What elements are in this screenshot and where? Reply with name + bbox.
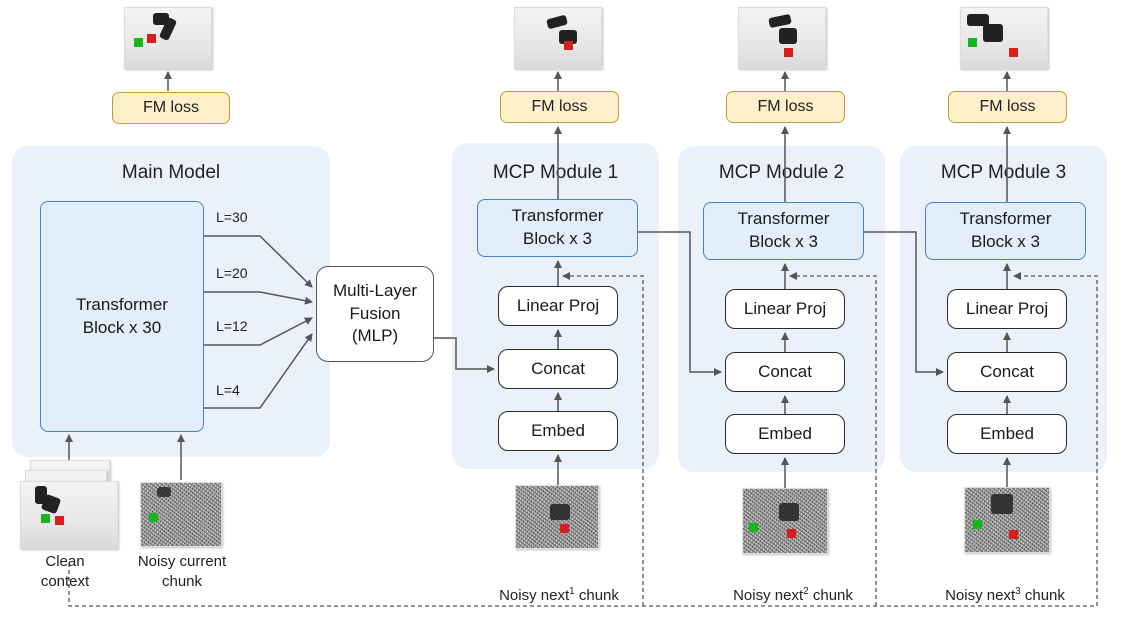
arrow-l30-to-fusion xyxy=(204,235,313,288)
mcp-3-concat: Concat xyxy=(947,352,1067,392)
main-output-frame xyxy=(124,7,212,69)
noisy-current-caption: Noisy current chunk xyxy=(137,553,227,591)
noisy-next-1-caption-post: chunk xyxy=(574,587,619,605)
mcp-3-fm-loss: FM loss xyxy=(948,91,1067,123)
mcp-1-linear-proj: Linear Proj xyxy=(498,286,618,326)
layer-label-12: L=12 xyxy=(216,318,248,334)
noisy-next-1-caption-sup: 1 xyxy=(569,586,575,598)
noisy-next-2-caption-sup: 2 xyxy=(803,586,809,598)
mcp-2-output-frame xyxy=(738,7,826,69)
mcp-1-concat: Concat xyxy=(498,349,618,389)
layer-label-30: L=30 xyxy=(216,209,248,225)
noisy-next-3-caption-post: chunk xyxy=(1020,587,1065,605)
noisy-next-2-frame xyxy=(742,488,828,554)
mcp-3-embed: Embed xyxy=(947,414,1067,454)
noisy-next-3-caption: Noisy next3 chunk xyxy=(920,565,1090,607)
main-model-title: Main Model xyxy=(121,162,221,183)
main-transformer-block: Transformer Block x 30 xyxy=(40,201,204,432)
noisy-next-1-frame xyxy=(515,485,599,549)
noisy-next-3-caption-pre: Noisy next xyxy=(945,587,1016,605)
noisy-next-1-caption: Noisy next1 chunk xyxy=(474,565,644,607)
mcp-1-output-frame xyxy=(514,7,602,69)
clean-context-caption: Clean context xyxy=(40,553,90,591)
mcp-module-3-title: MCP Module 3 xyxy=(940,162,1067,183)
arrow-l20-to-fusion xyxy=(204,291,313,305)
layer-label-20: L=20 xyxy=(216,265,248,281)
mcp-module-2-title: MCP Module 2 xyxy=(718,162,845,183)
mcp-2-linear-proj: Linear Proj xyxy=(725,289,845,329)
mcp-2-concat: Concat xyxy=(725,352,845,392)
layer-label-4: L=4 xyxy=(216,382,240,398)
mcp-3-linear-proj: Linear Proj xyxy=(947,289,1067,329)
mcp-1-transformer-block: Transformer Block x 3 xyxy=(477,199,638,257)
mcp-1-embed: Embed xyxy=(498,411,618,451)
arrow-mcp-2-to-concat-3 xyxy=(864,231,944,376)
arrow-l12-to-fusion xyxy=(204,317,313,346)
dashed-to-mcp-1 xyxy=(562,272,644,606)
mcp-2-fm-loss: FM loss xyxy=(726,91,845,123)
mcp-3-output-frame xyxy=(960,7,1048,69)
noisy-next-3-frame xyxy=(964,487,1050,553)
dashed-to-mcp-2 xyxy=(789,272,877,606)
arrow-mcp-1-to-concat-2 xyxy=(638,231,722,376)
noisy-current-chunk-frame xyxy=(140,482,222,547)
multi-layer-fusion-box: Multi-Layer Fusion (MLP) xyxy=(316,266,434,362)
mcp-module-1-title: MCP Module 1 xyxy=(492,162,619,183)
mcp-3-transformer-block: Transformer Block x 3 xyxy=(925,202,1086,260)
mcp-2-embed: Embed xyxy=(725,414,845,454)
arrow-l4-to-fusion xyxy=(204,333,313,409)
clean-context-frame-1 xyxy=(20,481,118,549)
noisy-next-2-caption-pre: Noisy next xyxy=(733,587,804,605)
mcp-1-fm-loss: FM loss xyxy=(500,91,619,123)
main-fm-loss: FM loss xyxy=(112,92,230,124)
arrow-fusion-to-concat-1 xyxy=(434,337,495,373)
noisy-next-1-caption-pre: Noisy next xyxy=(499,587,570,605)
noisy-next-2-caption: Noisy next2 chunk xyxy=(708,565,878,607)
noisy-next-3-caption-sup: 3 xyxy=(1015,586,1021,598)
noisy-next-2-caption-post: chunk xyxy=(808,587,853,605)
mcp-2-transformer-block: Transformer Block x 3 xyxy=(703,202,864,260)
dashed-context-bus xyxy=(68,272,1098,607)
